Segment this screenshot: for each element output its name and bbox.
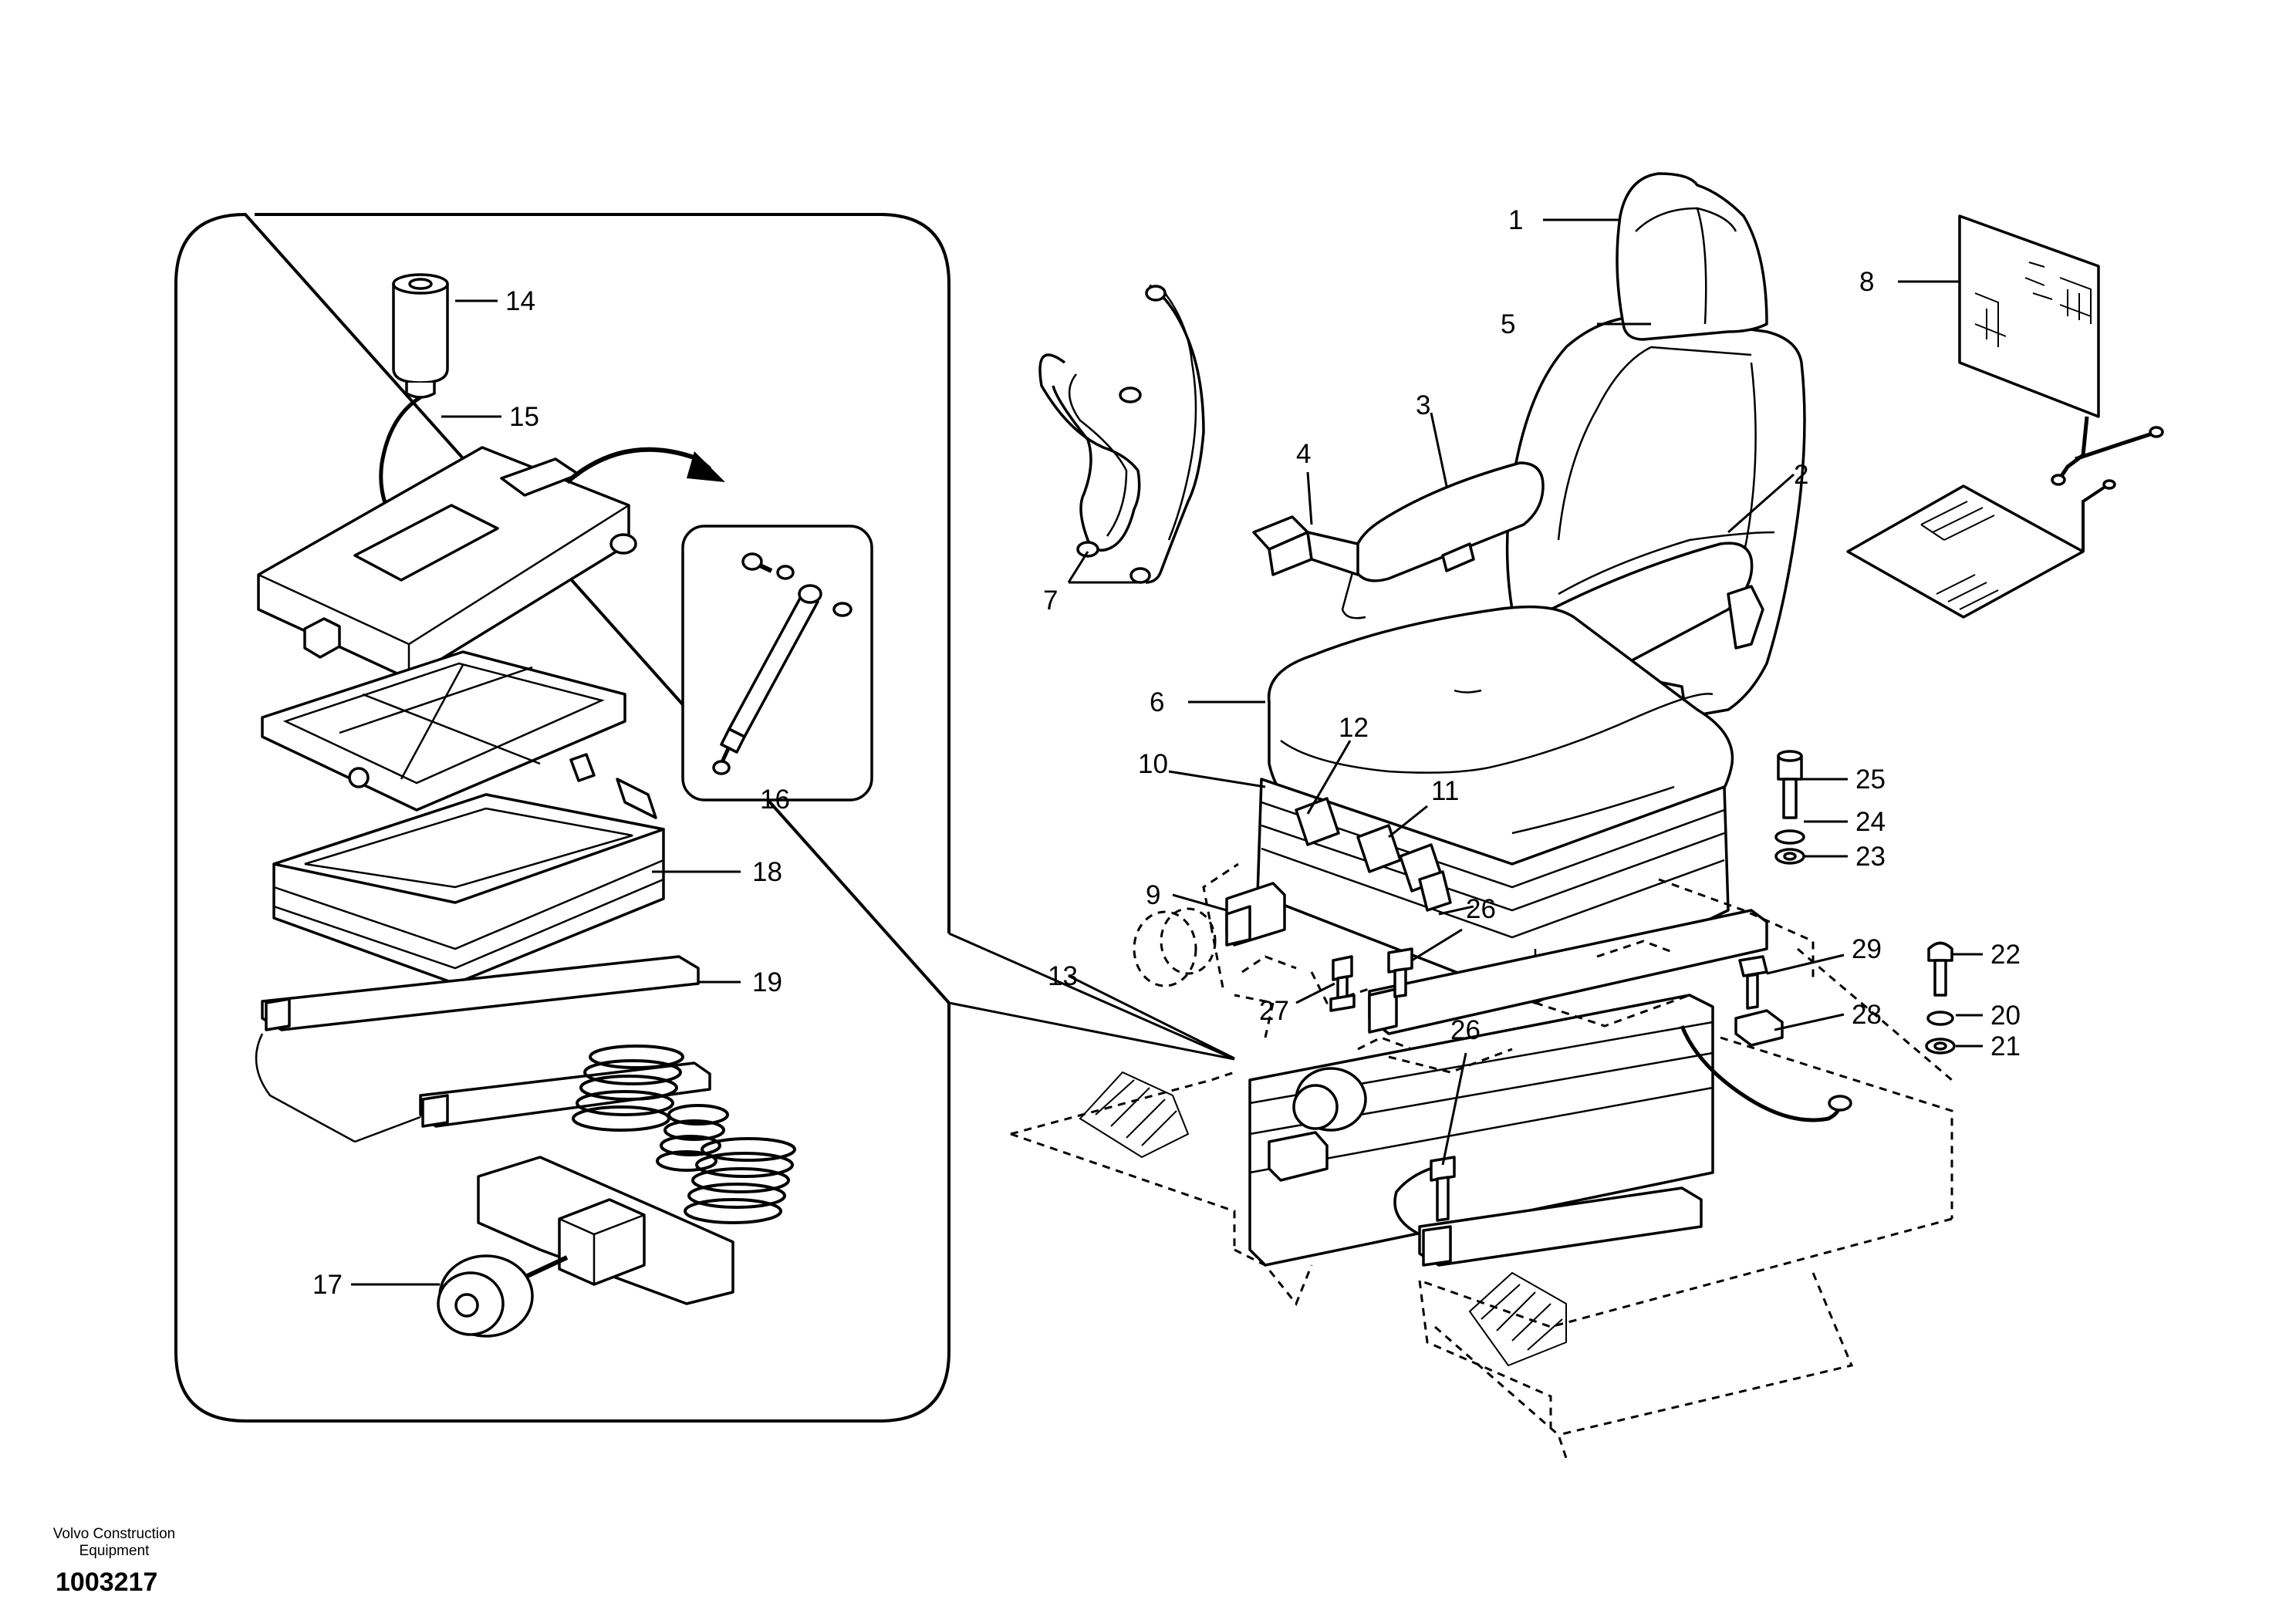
seat-suspension-top xyxy=(257,446,637,680)
lower-suspension xyxy=(1248,994,1714,1267)
callout-11: 11 xyxy=(1431,776,1459,806)
detail-inset xyxy=(174,212,1235,1423)
callout-17: 17 xyxy=(312,1270,343,1300)
left-armrest xyxy=(1341,461,1545,619)
callout-3: 3 xyxy=(1416,390,1430,420)
weight-adjuster xyxy=(437,1156,734,1338)
callout-18: 18 xyxy=(752,857,782,887)
document-sheets xyxy=(1846,214,2164,619)
callout-23: 23 xyxy=(1855,842,1886,872)
callout-14: 14 xyxy=(505,286,535,316)
callout-13: 13 xyxy=(1048,961,1078,991)
company-name: Volvo Construction Equipment xyxy=(52,1526,176,1559)
callout-16: 16 xyxy=(760,785,790,815)
callout-5: 5 xyxy=(1501,309,1515,339)
gas-spring-inset xyxy=(681,525,873,802)
bellows-part xyxy=(272,753,665,985)
callout-24: 24 xyxy=(1855,807,1886,837)
callout-25: 25 xyxy=(1855,764,1886,795)
callout-29: 29 xyxy=(1852,934,1882,964)
lumbar-knob xyxy=(1133,907,1217,987)
connector-part xyxy=(392,273,449,399)
springs xyxy=(572,1045,796,1224)
callout-28: 28 xyxy=(1852,1000,1882,1030)
callout-7: 7 xyxy=(1043,586,1058,616)
callout-1: 1 xyxy=(1508,205,1523,235)
callout-4: 4 xyxy=(1296,439,1311,469)
vent-hatching xyxy=(1079,1071,1567,1367)
callout-12: 12 xyxy=(1339,713,1369,743)
seat-suspension-housing xyxy=(1225,778,1768,1035)
callout-labels: 1 2 3 4 5 6 7 8 9 10 11 12 13 14 15 16 1… xyxy=(312,205,2021,1300)
scissor-frame xyxy=(261,650,626,812)
seat-headrest xyxy=(1616,172,1768,341)
callout-27: 27 xyxy=(1259,996,1289,1026)
drawing-number: 1003217 xyxy=(56,1568,158,1597)
callout-10: 10 xyxy=(1138,749,1168,779)
mounting-base-outline xyxy=(1010,862,1953,1459)
callout-9: 9 xyxy=(1146,880,1160,910)
callout-6: 6 xyxy=(1150,687,1164,717)
direction-arrow xyxy=(566,447,711,484)
fasteners xyxy=(1329,750,1956,1222)
callout-20: 20 xyxy=(1990,1001,2021,1031)
base-frame xyxy=(255,955,711,1143)
callout-26-upper: 26 xyxy=(1466,894,1496,924)
direction-arrow-head xyxy=(687,451,725,482)
seat-straps xyxy=(1038,284,1205,584)
callout-15: 15 xyxy=(509,402,539,432)
callout-19: 19 xyxy=(752,967,782,997)
leader-lines xyxy=(351,218,1983,1286)
callout-21: 21 xyxy=(1990,1031,2021,1061)
callout-26-lower: 26 xyxy=(1450,1015,1481,1045)
callout-22: 22 xyxy=(1990,940,2021,970)
callout-2: 2 xyxy=(1794,460,1808,490)
callout-8: 8 xyxy=(1859,267,1874,297)
